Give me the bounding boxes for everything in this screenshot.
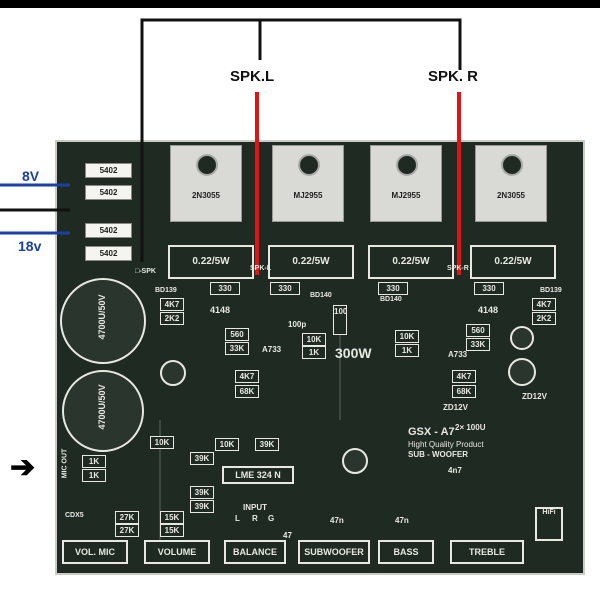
filter-cap-label: 4700U/50V	[97, 384, 107, 430]
capacitor	[160, 360, 186, 386]
cap-label: 4n7	[448, 466, 462, 475]
resistor: 10K	[150, 436, 174, 449]
capacitor	[510, 326, 534, 350]
cap-label: 100p	[288, 320, 307, 329]
input-arrow-icon: ➔	[10, 451, 36, 484]
zener-label: ZD12V	[443, 403, 468, 412]
power-diode: 5402	[85, 185, 132, 200]
power-transistor: MJ2955	[370, 145, 442, 222]
resistor: 4K7	[235, 370, 259, 383]
pot-volume: VOLUME	[144, 540, 210, 564]
capacitor	[508, 358, 536, 386]
cap-label: 47n	[330, 516, 344, 525]
power-transistor: MJ2955	[272, 145, 344, 222]
transistor-label: A733	[262, 345, 282, 354]
mic-out-label: MIC OUT	[61, 448, 69, 479]
model-subtitle: Hight Quality Product	[408, 440, 484, 449]
input-pin: L	[235, 514, 240, 523]
resistor: 39K	[190, 500, 214, 513]
resistor: 330	[378, 282, 408, 295]
model-name: GSX - A7	[408, 426, 455, 438]
resistor: 10K	[302, 333, 326, 346]
power-diode: 5402	[85, 163, 132, 178]
supply-negative-label: 18v	[18, 238, 42, 254]
pot-balance: BALANCE	[224, 540, 286, 564]
power-resistor: 0.22/5W	[168, 245, 254, 279]
spk-ground-wire	[140, 18, 462, 262]
resistor: 10K	[215, 438, 239, 451]
top-black-bar	[0, 0, 600, 8]
transistor-label: A733	[448, 350, 468, 359]
power-resistor: 0.22/5W	[268, 245, 354, 279]
resistor: 2K2	[532, 312, 556, 325]
resistor: 560	[225, 328, 249, 341]
power-transistor: 2N3055	[170, 145, 242, 222]
power-diode: 5402	[85, 246, 132, 261]
power-diode: 5402	[85, 223, 132, 238]
resistor: 68K	[235, 385, 259, 398]
diode-label: 4148	[478, 305, 499, 315]
power-transistor: 2N3055	[475, 145, 547, 222]
spk-right-pad: SPK-R	[447, 265, 469, 272]
pot-bass: BASS	[378, 540, 434, 564]
resistor: 1K	[82, 469, 106, 482]
power-resistor: 0.22/5W	[368, 245, 454, 279]
resistor: 4K7	[452, 370, 476, 383]
filter-capacitor	[60, 278, 146, 364]
cap-label: 47n	[395, 516, 409, 525]
input-pin: G	[268, 514, 275, 523]
resistor: 1K	[82, 455, 106, 468]
spk-right-label: SPK. R	[428, 68, 479, 85]
resistor: 4K7	[160, 298, 184, 311]
resistor: 27K	[115, 524, 139, 537]
resistor: 560	[466, 324, 490, 337]
resistor: 39K	[255, 438, 279, 451]
pot-subwoofer: SUBWOOFER	[298, 540, 370, 564]
supply-positive-label: 8V	[22, 168, 40, 184]
resistor: 39K	[190, 486, 214, 499]
resistor: 4K7	[532, 298, 556, 311]
input-pin: R	[252, 514, 258, 523]
power-title: 300W	[335, 345, 372, 361]
pot-vol-mic: VOL. MIC	[62, 540, 128, 564]
resistor: 33K	[466, 338, 490, 351]
resistor: 1K	[302, 346, 326, 359]
bd-label: BD139	[155, 287, 177, 294]
model-type: SUB - WOOFER	[408, 450, 468, 459]
resistor: 330	[210, 282, 240, 295]
resistor: 2K2	[160, 312, 184, 325]
resistor: 1K	[395, 344, 419, 357]
resistor: 10K	[395, 330, 419, 343]
resistor: 15K	[160, 524, 184, 537]
spk-left-pad: SPK-L	[250, 265, 271, 272]
bd-label: BD140	[380, 296, 402, 303]
op-amp-ic: LME 324 N	[222, 466, 294, 484]
hifi-logo: HiFi	[535, 507, 563, 541]
filter-capacitor	[62, 370, 144, 452]
zener-label: ZD12V	[522, 392, 547, 401]
cap-label: CDX5	[65, 512, 84, 519]
resistor: 330	[474, 282, 504, 295]
diode-label: 4148	[210, 305, 231, 315]
resistor: 68K	[452, 385, 476, 398]
capacitor	[342, 448, 368, 474]
cap-label: 2× 100U	[455, 423, 486, 432]
resistor: 15K	[160, 511, 184, 524]
input-label: INPUT	[243, 503, 267, 512]
resistor: 27K	[115, 511, 139, 524]
filter-cap-label: 4700U/50V	[97, 294, 107, 340]
resistor: 39K	[190, 452, 214, 465]
resistor: 330	[270, 282, 300, 295]
pot-treble: TREBLE	[450, 540, 524, 564]
bd-label: BD140	[310, 292, 332, 299]
spk-ground-pad: □-SPK	[135, 268, 156, 275]
bd-label: BD139	[540, 287, 562, 294]
power-resistor: 0.22/5W	[470, 245, 556, 279]
cap-label: 47	[283, 531, 292, 540]
resistor: 100	[333, 305, 347, 335]
resistor: 33K	[225, 342, 249, 355]
spk-left-label: SPK.L	[230, 68, 275, 85]
